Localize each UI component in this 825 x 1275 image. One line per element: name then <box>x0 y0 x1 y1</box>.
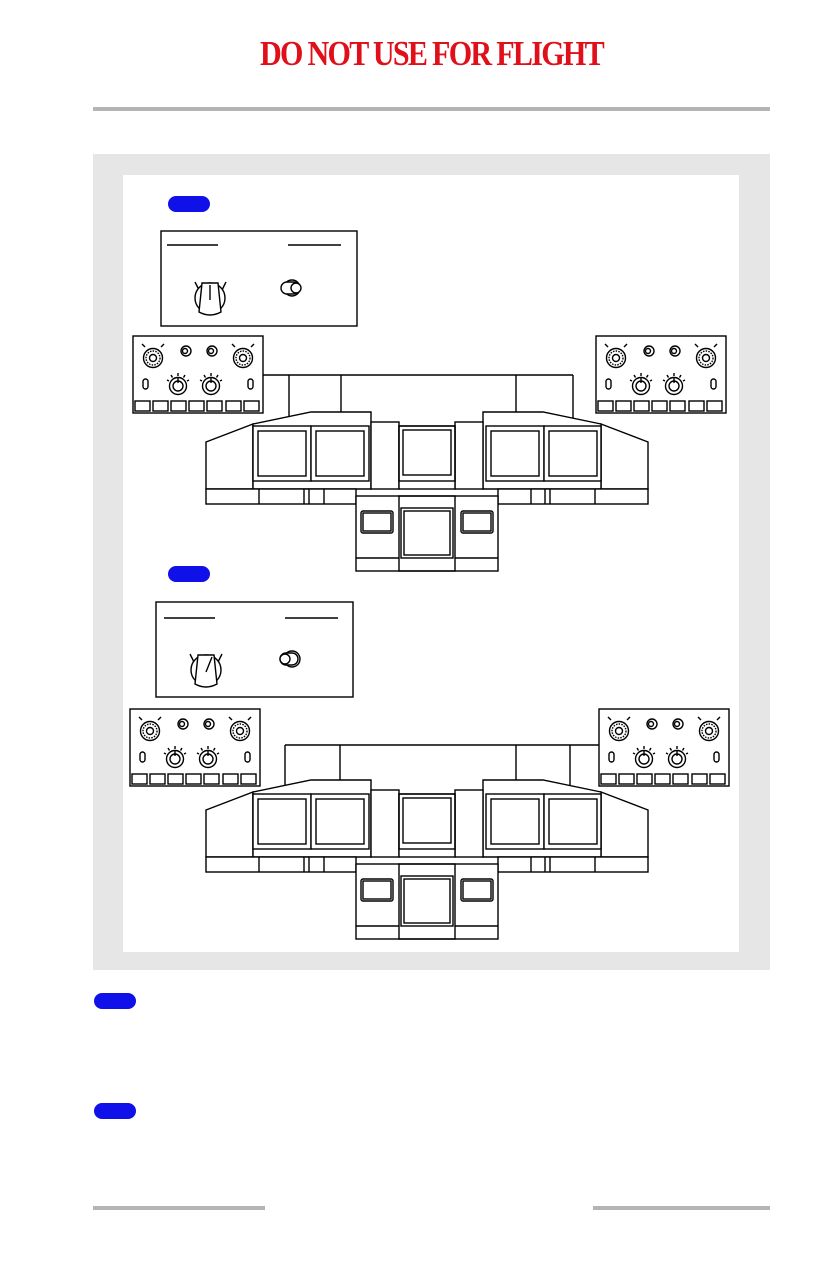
header-rule <box>93 107 770 111</box>
note-marker-2 <box>94 1103 136 1119</box>
header-warning: DO NOT USE FOR FLIGHT <box>259 34 605 73</box>
instrument-panel-a <box>205 411 649 572</box>
instrument-panel-b <box>205 779 649 940</box>
selector-box-a <box>160 230 358 327</box>
control-panel-right-a <box>596 336 726 413</box>
selector-box-b <box>155 601 354 698</box>
control-panel-left-a <box>133 336 263 413</box>
control-panel-right-b <box>599 709 729 786</box>
callout-marker-b <box>168 566 210 582</box>
footer-rule-right <box>593 1206 770 1210</box>
callout-marker-a <box>168 196 210 212</box>
footer-rule-left <box>93 1206 265 1210</box>
control-panel-left-b <box>130 709 260 786</box>
note-marker-1 <box>94 993 136 1009</box>
